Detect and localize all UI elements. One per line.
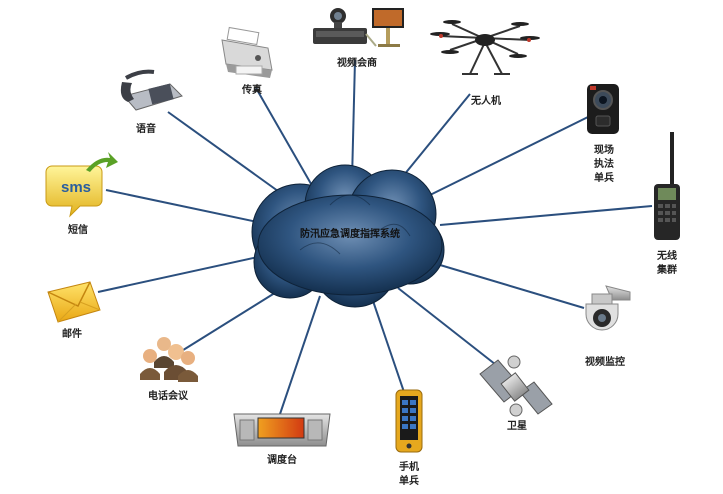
people-group-icon xyxy=(140,337,198,382)
sms-icon-text: sms xyxy=(61,179,91,196)
link-voice xyxy=(167,111,297,205)
sms-label: 短信 xyxy=(68,223,88,236)
link-satellite xyxy=(397,287,501,369)
link-mobile-soldier xyxy=(371,297,405,393)
link-fax xyxy=(255,87,319,197)
video-surveillance-node: 视频监控 xyxy=(585,285,631,368)
drone-icon xyxy=(439,23,531,75)
telephone-icon xyxy=(120,69,183,111)
fax-machine-icon xyxy=(221,26,273,78)
link-video-surveillance xyxy=(429,261,585,309)
body-camera-icon xyxy=(587,84,619,134)
body-camera-label-2: 执法 xyxy=(594,157,614,170)
body-camera-label-3: 单兵 xyxy=(594,171,614,184)
video-surveillance-label: 视频监控 xyxy=(585,355,625,368)
sms-bubble-icon: sms xyxy=(45,152,118,218)
fax-label: 传真 xyxy=(241,83,262,96)
central-cloud: 防汛应急调度指挥系统 xyxy=(251,164,445,308)
phone-conference-node: 电话会议 xyxy=(140,337,198,402)
link-sms xyxy=(105,189,263,224)
walkie-talkie-icon xyxy=(654,132,680,240)
trunking-radio-label-1: 无线 xyxy=(656,249,677,262)
phone-conference-label: 电话会议 xyxy=(148,389,189,402)
trunking-radio-label-2: 集群 xyxy=(656,263,677,276)
link-video-conference xyxy=(351,59,356,181)
voice-label: 语音 xyxy=(136,122,156,135)
satellite-node: 卫星 xyxy=(479,355,553,432)
mail-node: 邮件 xyxy=(47,281,101,340)
trunking-radio-node: 无线 集群 xyxy=(654,132,680,276)
video-conference-label: 视频会商 xyxy=(337,56,377,69)
voice-node: 语音 xyxy=(120,69,183,135)
link-dispatch-console xyxy=(279,295,321,415)
body-camera-node: 现场 执法 单兵 xyxy=(587,84,619,184)
dome-camera-icon xyxy=(585,285,631,331)
mobile-soldier-label-1: 手机 xyxy=(399,460,419,473)
dispatch-console-node: 调度台 xyxy=(233,413,331,466)
video-conference-node: 视频会商 xyxy=(313,8,404,69)
link-phone-conference xyxy=(179,285,287,353)
sms-node: sms 短信 xyxy=(45,152,118,236)
link-drone xyxy=(394,93,471,187)
dispatch-console-label: 调度台 xyxy=(267,453,297,466)
link-trunking-radio xyxy=(439,205,653,226)
drone-node: 无人机 xyxy=(430,20,540,107)
video-conference-equipment-icon xyxy=(313,8,404,47)
link-body-camera xyxy=(427,115,591,197)
fax-node: 传真 xyxy=(221,26,273,96)
envelope-icon xyxy=(47,281,101,323)
mail-label: 邮件 xyxy=(62,327,82,340)
connection-lines xyxy=(97,59,653,415)
drone-label: 无人机 xyxy=(470,94,501,107)
link-mail xyxy=(97,256,259,293)
satellite-icon xyxy=(479,355,553,417)
satellite-label: 卫星 xyxy=(507,420,527,432)
handheld-terminal-icon xyxy=(395,389,423,453)
body-camera-label-1: 现场 xyxy=(594,143,614,156)
center-label: 防汛应急调度指挥系统 xyxy=(300,227,400,240)
mobile-soldier-node: 手机 单兵 xyxy=(395,389,423,487)
dispatch-console-icon xyxy=(233,413,331,447)
mobile-soldier-label-2: 单兵 xyxy=(399,474,419,487)
